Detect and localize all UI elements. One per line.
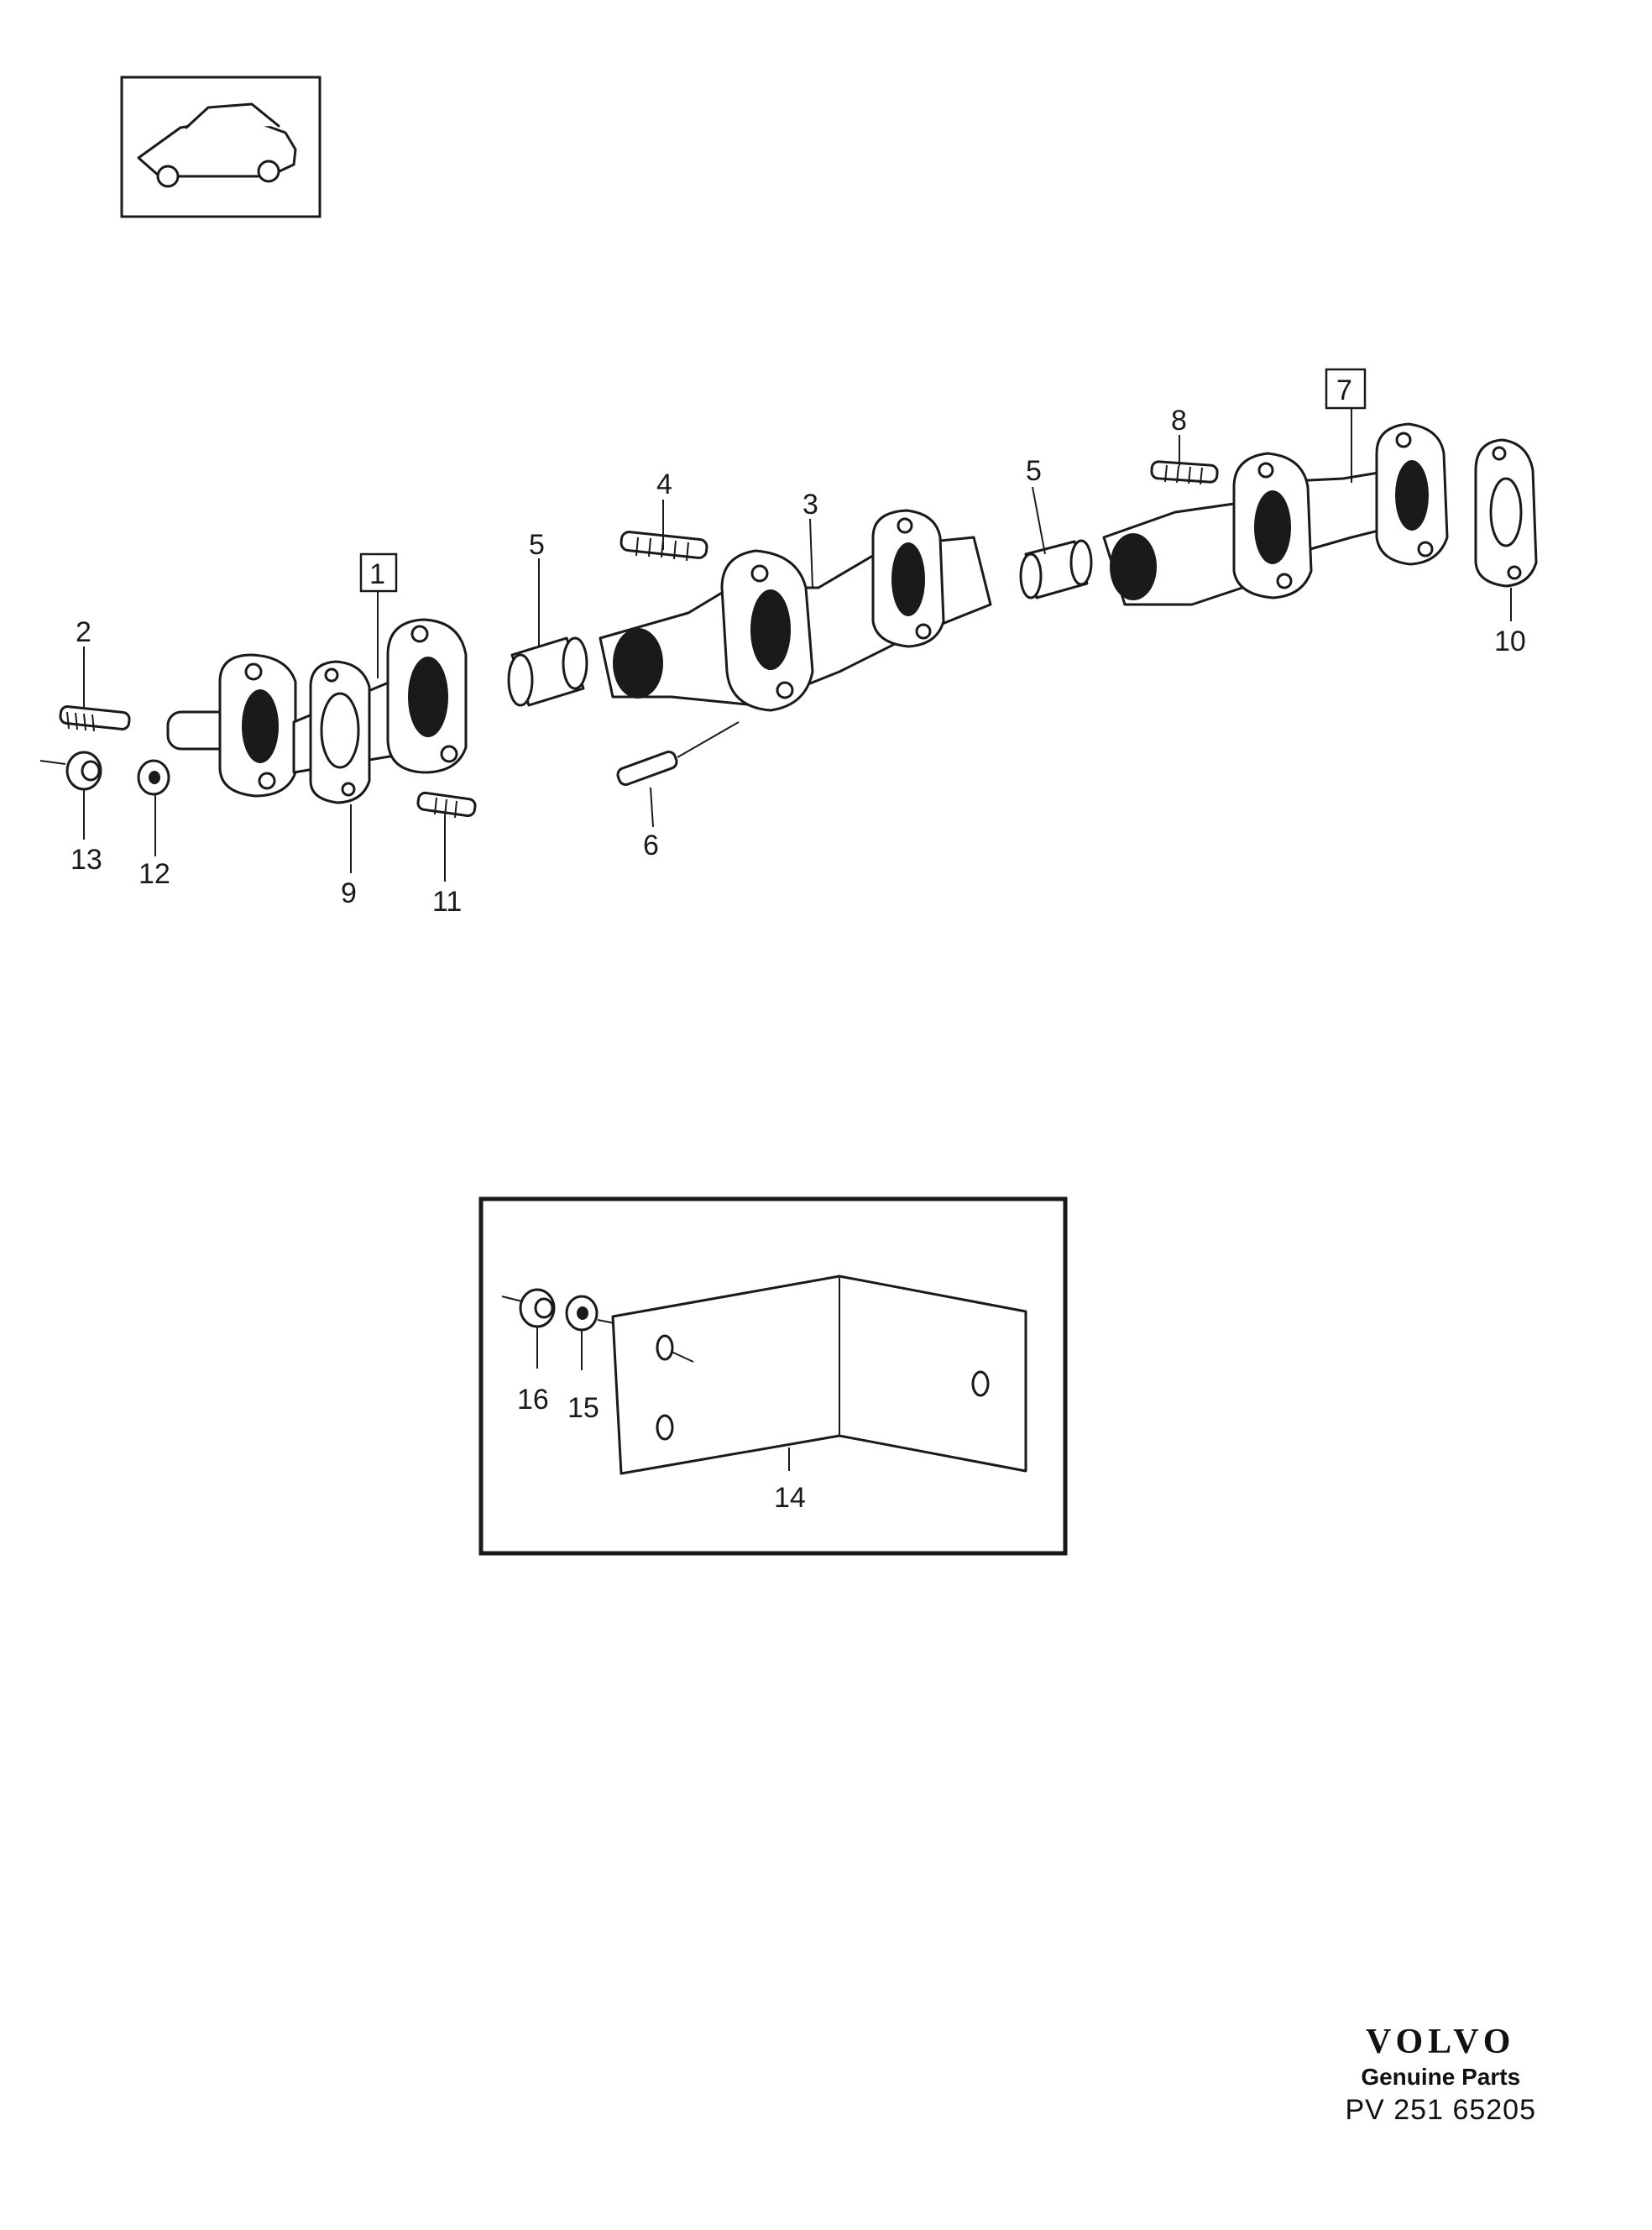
callout-8: 8 [1171,405,1187,437]
part-15-washer [565,1295,599,1332]
part-8-stud [1150,460,1219,485]
part-3-center-manifold [599,509,992,712]
part-5-sleeve-left [507,636,588,707]
part-12-washer [137,759,170,796]
part-7-manifold-section [1102,422,1449,606]
volvo-logo: VOLVO [1365,2023,1516,2061]
volvo-brand-block: VOLVO Genuine Parts PV 251 65205 [1345,2022,1536,2127]
part-14-bracket [597,1275,1027,1475]
part-16-nut [501,1288,556,1328]
callout-11: 11 [432,886,462,918]
callout-5-left: 5 [529,529,545,561]
callout-10: 10 [1494,626,1526,657]
part-9-gasket [309,660,371,804]
callout-3: 3 [802,489,818,521]
vehicle-thumbnail [120,76,322,218]
part-2-stud [59,705,131,732]
callout-7: 7 [1336,374,1352,406]
bracket-detail-inset: 16 15 14 [478,1196,1068,1556]
callout-16: 16 [517,1384,549,1416]
callout-1-box [359,552,398,593]
part-11-stud [416,791,477,819]
diagram-code: PV 251 65205 [1345,2094,1536,2126]
callout-7-box [1325,368,1367,410]
part-10-gasket [1474,438,1538,588]
callout-2: 2 [76,616,91,648]
callout-1: 1 [369,558,385,590]
leader-lines [83,408,1512,882]
brand-subtitle: Genuine Parts [1361,2064,1521,2090]
part-5-sleeve-right [1019,539,1093,599]
part-6-stud [616,721,740,786]
callout-labels: 2 1 5 4 3 5 8 7 10 6 13 12 9 11 [71,368,1526,918]
callout-15: 15 [567,1392,599,1424]
callout-9: 9 [341,877,357,909]
callout-4: 4 [656,469,672,500]
part-13-nut [39,751,102,791]
callout-5-right: 5 [1026,455,1042,487]
callout-13: 13 [71,844,102,876]
callout-12: 12 [139,858,170,890]
callout-14: 14 [774,1482,806,1514]
callout-6: 6 [643,830,659,861]
